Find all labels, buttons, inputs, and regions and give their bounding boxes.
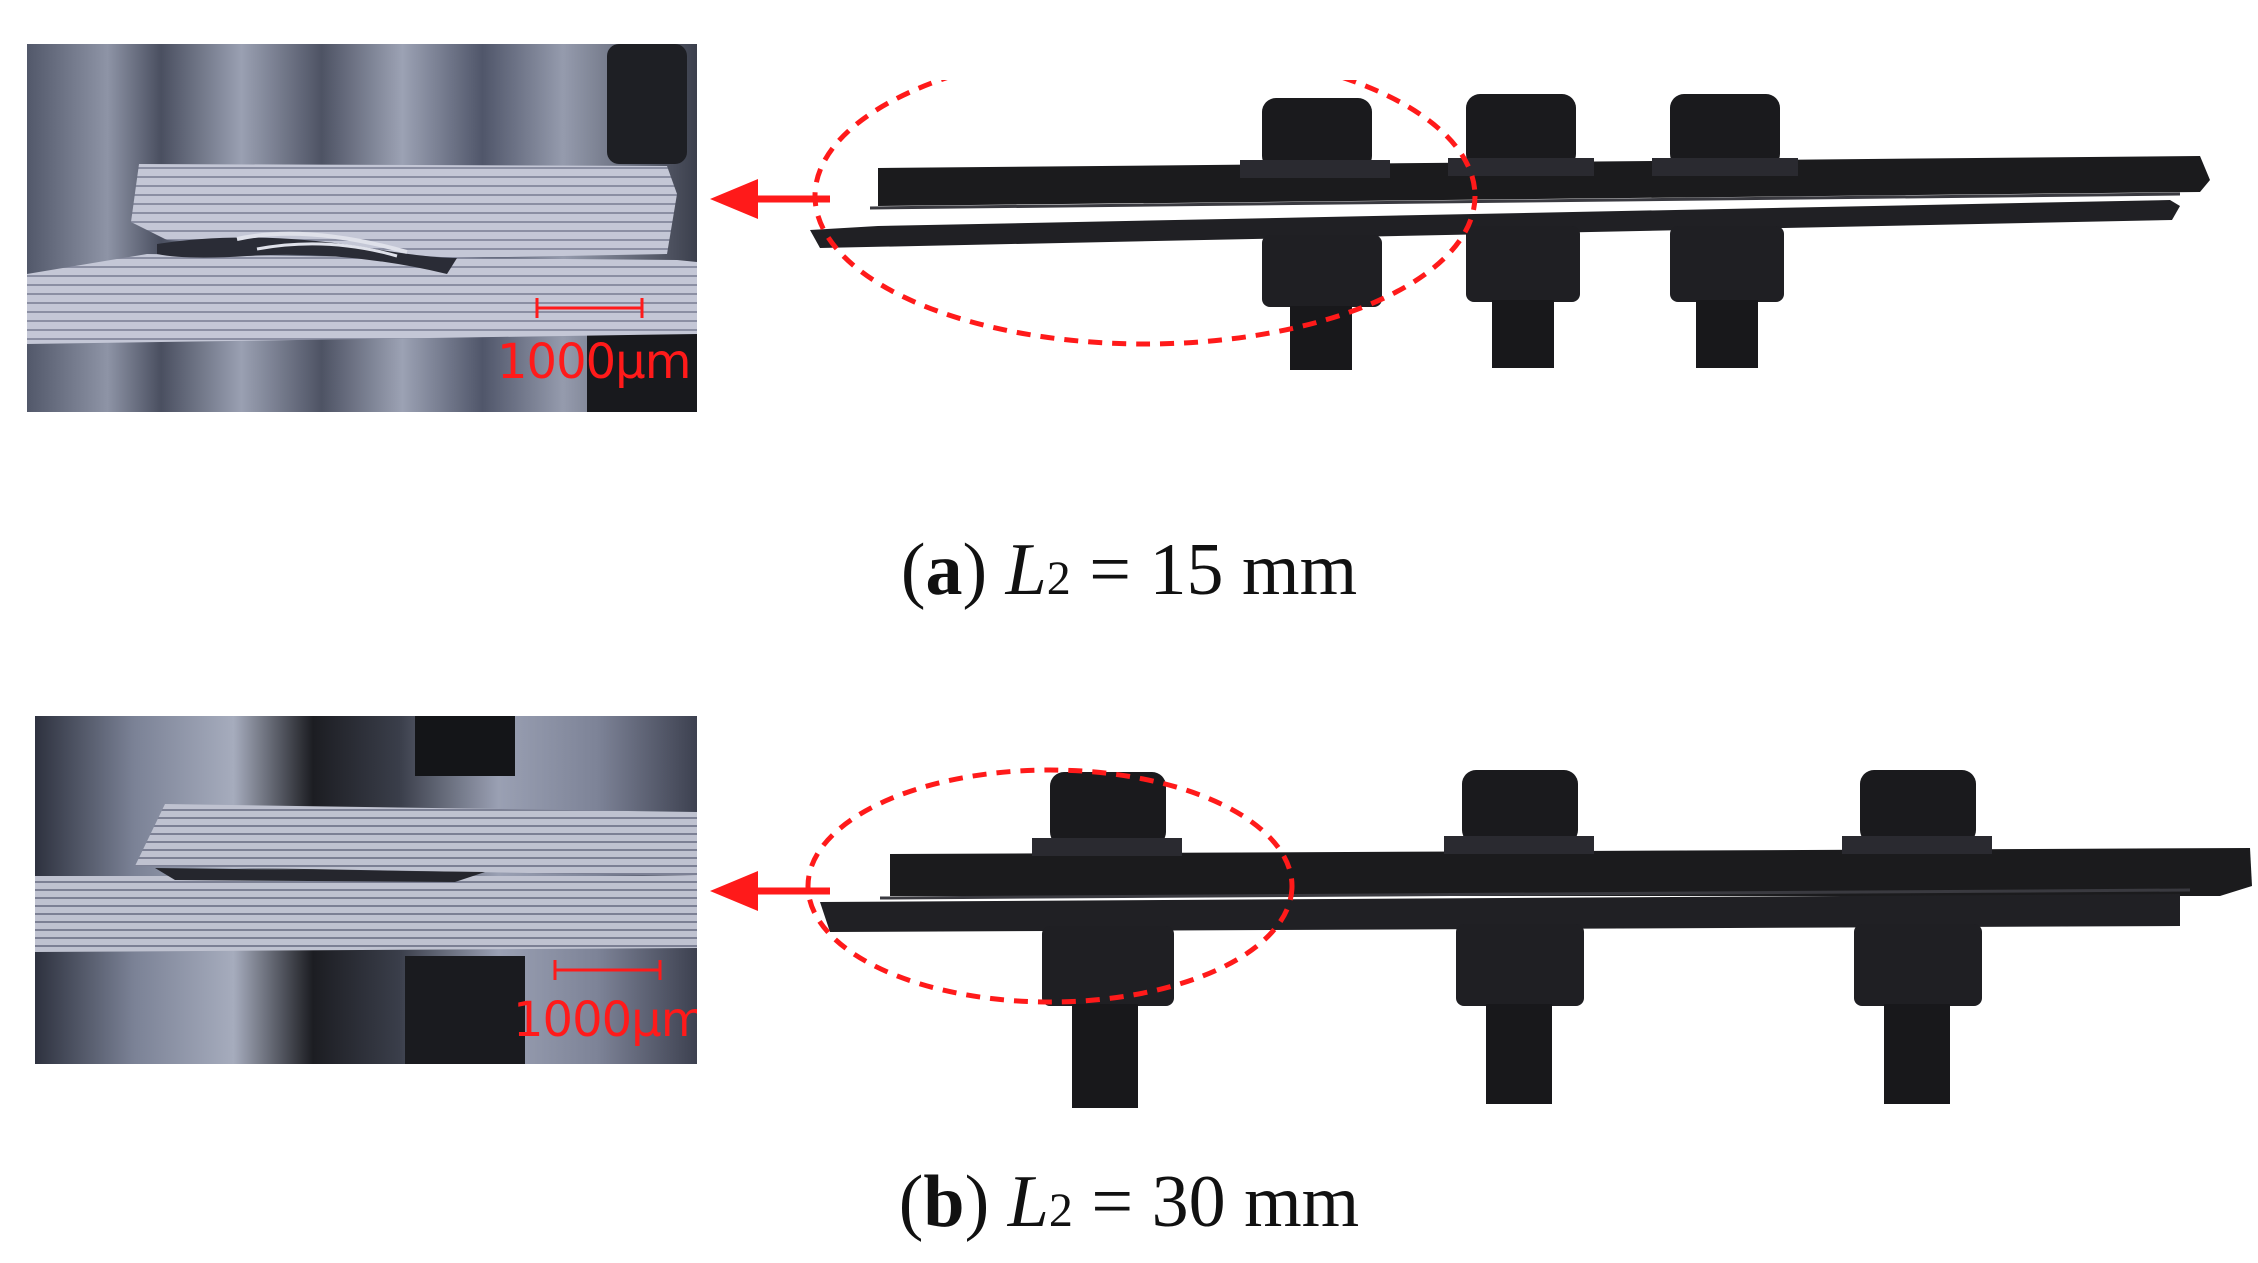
bolt-icon (1240, 98, 1390, 370)
caption-a: (a) L2 = 15 mm (900, 529, 1358, 611)
bolt-icon (1652, 94, 1798, 368)
dashed-ellipse-highlight (812, 80, 1478, 347)
bolt-icon (1448, 94, 1594, 368)
caption-b: (b) L2 = 30 mm (898, 1161, 1360, 1243)
caption-letter-a: a (925, 529, 963, 611)
left-arrow-icon (710, 871, 830, 911)
micrograph-b: 1000μm (35, 716, 697, 1064)
bolted-joint-specimen-b (800, 756, 2258, 1116)
dashed-ellipse-highlight (805, 767, 1295, 1005)
bolt-icon (1032, 772, 1182, 1108)
micrograph-a: 1000μm (27, 44, 697, 412)
scale-bar-label-a: 1000μm (497, 334, 691, 390)
scale-bar-label-b: 1000μm (513, 992, 697, 1048)
bolt-icon (1444, 770, 1594, 1104)
bolt-icon (1842, 770, 1992, 1104)
caption-letter-b: b (923, 1161, 965, 1243)
bolted-joint-specimen-a (800, 80, 2258, 380)
